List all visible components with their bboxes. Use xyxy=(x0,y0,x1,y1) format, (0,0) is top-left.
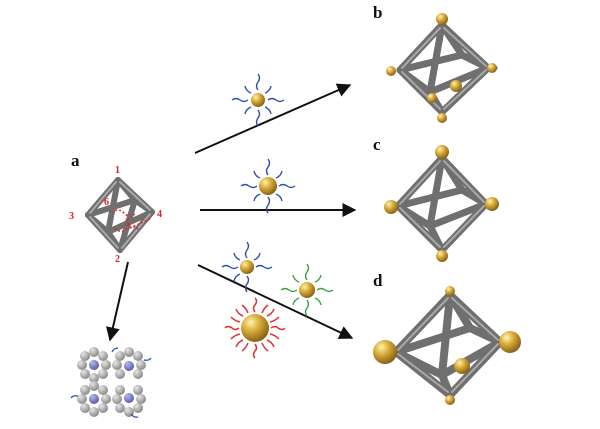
octahedron-a xyxy=(85,177,155,253)
gold-nanoparticle-small-blue xyxy=(231,73,285,127)
gold-nanoparticle-medium-blue xyxy=(240,158,296,214)
arrow-to-cross-section xyxy=(106,261,129,342)
vertex-label-6: 6 xyxy=(104,197,109,208)
octahedron-d xyxy=(373,286,521,405)
gold-nanoparticle-large-red xyxy=(224,297,286,359)
octahedron-b xyxy=(386,13,498,123)
panel-label-b: b xyxy=(373,3,382,22)
gold-nanoparticle-medium-green xyxy=(280,263,334,317)
vertex-label-2: 2 xyxy=(115,254,120,265)
vertex-label-3: 3 xyxy=(69,211,74,222)
dna-bundle-cross-section xyxy=(70,347,152,418)
vertex-label-5: 5 xyxy=(125,218,130,229)
vertex-label-1: 1 xyxy=(115,165,120,176)
panel-label-d: d xyxy=(373,271,383,290)
arrow-to-d xyxy=(197,264,354,339)
panel-label-c: c xyxy=(373,135,381,154)
panel-label-a: a xyxy=(71,151,80,170)
vertex-label-4: 4 xyxy=(157,209,162,220)
gold-nanoparticle-small-blue-d xyxy=(221,241,273,293)
arrow-to-b xyxy=(194,83,352,154)
octahedron-c xyxy=(384,145,499,262)
